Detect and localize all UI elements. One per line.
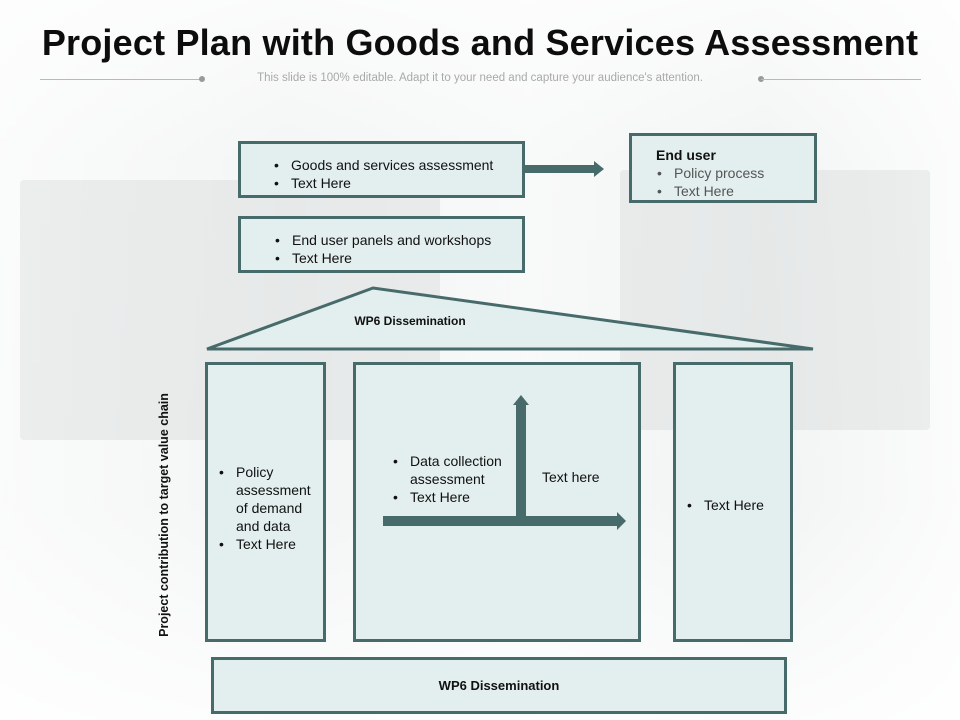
subtitle-rule-left-dot [199,76,205,82]
end-user-panels-box: End user panels and workshops Text Here [238,216,525,273]
list-item: Text Here [273,174,493,192]
pillar-center-side-text: Text here [542,469,600,485]
end-user-heading: End user [656,147,716,163]
arrow-up-icon [513,395,529,405]
pillar-center-list: Data collection assessment Text Here [392,452,512,506]
arrow-right-icon [525,161,604,177]
list-item: Data collection assessment [392,452,512,488]
list-item: Text Here [392,488,512,506]
vertical-arrow-shaft [516,404,526,521]
base-label: WP6 Dissemination [438,678,560,693]
slide-subtitle: This slide is 100% editable. Adapt it to… [257,72,703,84]
list-item: Text Here [218,535,318,553]
list-item: Text Here [686,496,786,514]
pillar-left-list: Policy assessment of demand and data Tex… [218,463,318,553]
horizontal-arrow-shaft [383,516,618,526]
arrow-right-icon [617,512,626,530]
end-user-panels-list: End user panels and workshops Text Here [274,231,491,267]
end-user-box: End user Policy process Text Here [629,133,817,203]
vertical-axis-label: Project contribution to target value cha… [157,393,171,637]
goods-services-list: Goods and services assessment Text Here [273,156,493,192]
roof-triangle [206,286,814,351]
pillar-right-list: Text Here [686,496,786,514]
list-item: Policy assessment of demand and data [218,463,318,535]
pillar-right: Text Here [673,362,793,642]
base-box: WP6 Dissemination [211,657,787,714]
pillar-left: Policy assessment of demand and data Tex… [205,362,326,642]
list-item: Goods and services assessment [273,156,493,174]
pillar-center: Data collection assessment Text Here Tex… [353,362,641,642]
subtitle-rule-right [761,79,921,80]
goods-services-box: Goods and services assessment Text Here [238,141,525,198]
end-user-list: Policy process Text Here [656,164,764,200]
list-item: Text Here [656,182,764,200]
slide-title: Project Plan with Goods and Services Ass… [41,22,919,63]
subtitle-rule-left [40,79,202,80]
list-item: Text Here [274,249,491,267]
list-item: Policy process [656,164,764,182]
list-item: End user panels and workshops [274,231,491,249]
roof-label: WP6 Dissemination [354,314,466,328]
